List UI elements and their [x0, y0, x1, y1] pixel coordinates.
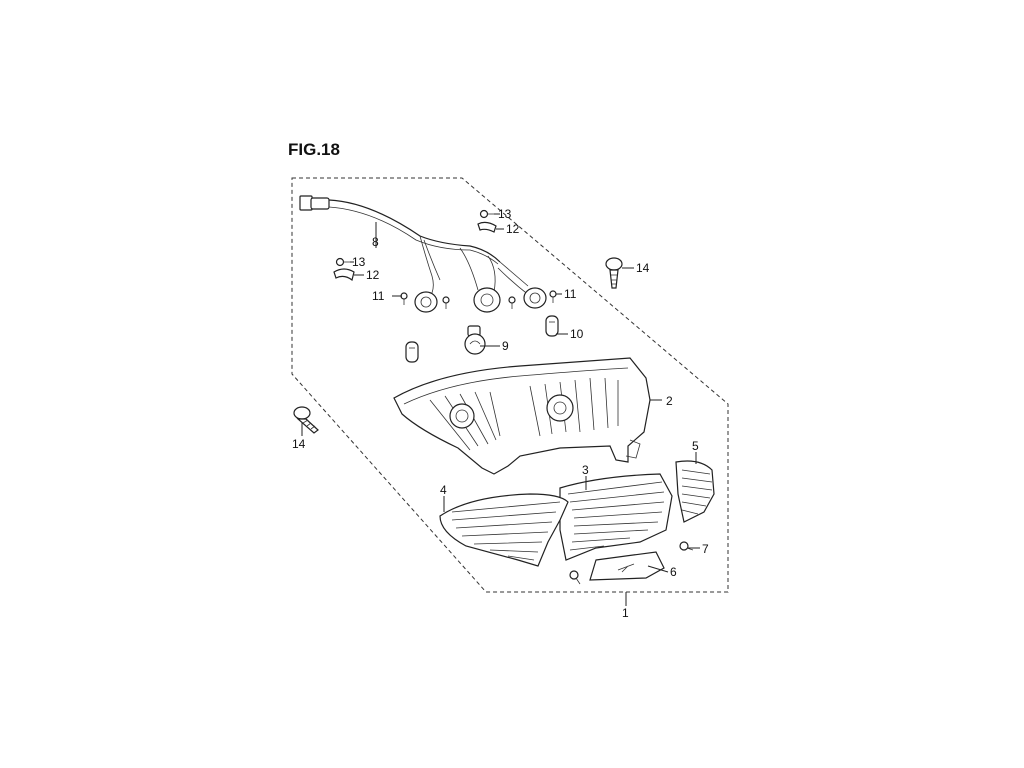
- leader-lines: [301, 213, 700, 606]
- part-10-bulb-right: [545, 315, 559, 337]
- part-13-screw-left: [335, 257, 350, 267]
- bulb-socket-right: [523, 287, 547, 309]
- callout-2: 2: [666, 394, 673, 408]
- part-14-bolt-lower: [293, 406, 319, 434]
- callout-9: 9: [502, 339, 509, 353]
- callout-12-left: 12: [366, 268, 380, 282]
- callout-11-left: 11: [372, 289, 385, 303]
- callout-13-upper: 13: [498, 207, 512, 221]
- callout-6: 6: [670, 565, 677, 579]
- part-5-right-lens: [675, 460, 715, 523]
- assembly-boundary: [291, 177, 729, 593]
- part-12-clamp-left: [333, 268, 355, 282]
- bulb-socket-left: [414, 291, 438, 313]
- part-2-headlight-housing: [393, 357, 651, 475]
- part-13-screw-upper: [479, 209, 494, 219]
- part-7-screw-lower: [569, 570, 581, 585]
- callout-5: 5: [692, 439, 699, 453]
- part-10-bulb-left: [405, 341, 419, 363]
- part-12-clamp-upper: [477, 221, 497, 233]
- part-14-bolt-upper: [605, 257, 623, 289]
- callout-12-upper: 12: [506, 222, 520, 236]
- callout-10: 10: [570, 327, 584, 341]
- part-8-wire-harness: [299, 195, 531, 301]
- callout-14-lower: 14: [292, 437, 306, 451]
- callout-7: 7: [702, 542, 709, 556]
- callout-8: 8: [372, 235, 379, 249]
- part-4-left-lens: [439, 493, 569, 567]
- callout-11-right: 11: [564, 287, 577, 301]
- part-6-plate: [589, 551, 665, 581]
- part-11-clip-right: [508, 290, 557, 309]
- callout-13-left: 13: [352, 255, 366, 269]
- part-9-headlight-bulb: [464, 325, 486, 355]
- callout-4: 4: [440, 483, 447, 497]
- figure-title: FIG.18: [288, 140, 340, 159]
- callout-14-upper: 14: [636, 261, 650, 275]
- callout-3: 3: [582, 463, 589, 477]
- part-7-screw-right: [679, 541, 694, 551]
- bulb-socket-center: [473, 287, 501, 313]
- callout-1: 1: [622, 606, 629, 620]
- part-3-center-lens: [559, 473, 673, 561]
